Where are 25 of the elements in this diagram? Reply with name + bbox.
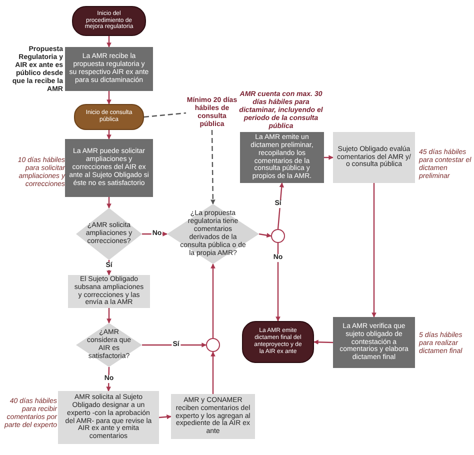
junction-circle [271, 229, 285, 243]
decision-diamond [167, 204, 259, 264]
arrow [106, 308, 112, 324]
connector-line [144, 112, 186, 118]
decision-diamond [76, 323, 142, 367]
arrow [106, 36, 112, 48]
arrow [158, 414, 172, 420]
arrow [210, 264, 216, 338]
arrow [258, 232, 272, 238]
arrow [106, 91, 112, 104]
terminal-shape [72, 6, 146, 36]
arrow [210, 130, 216, 204]
terminal-shape [242, 321, 314, 363]
arrow [210, 352, 216, 394]
decision-diamond [76, 208, 142, 260]
arrow [106, 130, 112, 140]
junction-circle [206, 338, 220, 352]
arrow [106, 197, 112, 208]
arrow [277, 182, 284, 230]
terminal-shape [74, 104, 144, 130]
arrow [142, 342, 206, 348]
arrow [314, 340, 334, 345]
arrow [276, 243, 280, 322]
arrow [372, 183, 376, 318]
arrow [324, 155, 334, 160]
